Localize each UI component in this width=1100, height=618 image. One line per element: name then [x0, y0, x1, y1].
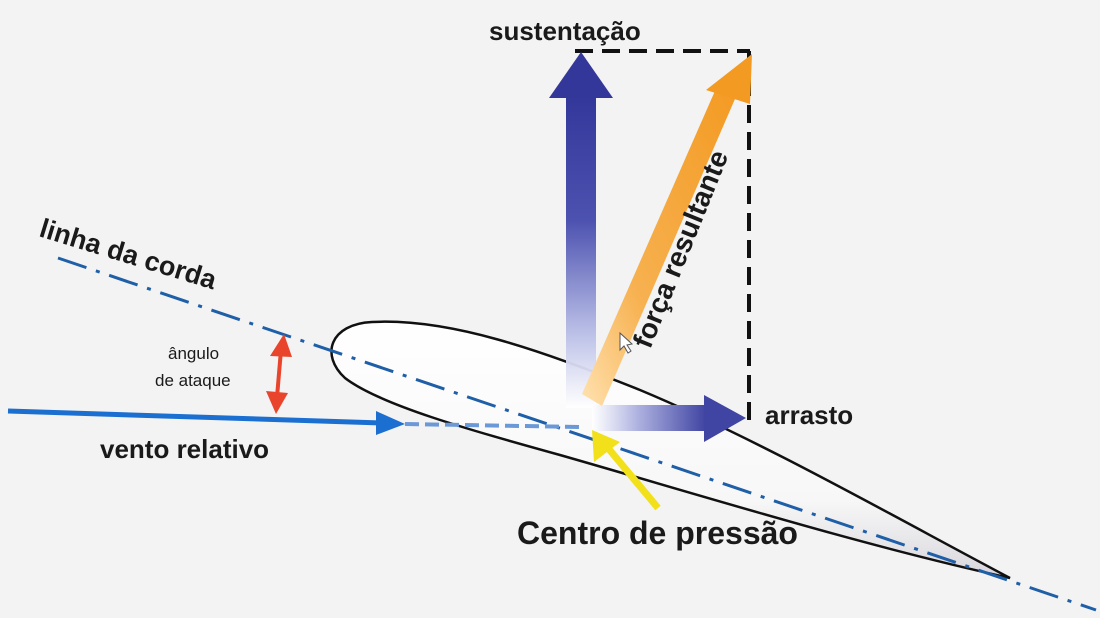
center-of-pressure-arrow: [592, 430, 661, 511]
drag-arrow: [592, 395, 746, 442]
resultant-force-arrow: [582, 54, 752, 406]
relative-wind-arrowhead: [376, 411, 405, 435]
relative-wind-dashed: [404, 422, 581, 429]
relative-wind-line: [7, 408, 383, 426]
center-of-pressure-label: Centro de pressão: [517, 515, 798, 551]
angle-of-attack-label-line1: ângulo: [168, 344, 219, 363]
angle-of-attack-arrow: [266, 334, 292, 414]
relative-wind-label: vento relativo: [100, 434, 269, 464]
chord-line: [57, 256, 1097, 612]
cursor-icon: [619, 331, 634, 354]
drag-label: arrasto: [765, 400, 853, 430]
airfoil: [330, 320, 1011, 580]
lift-arrow: [549, 52, 613, 408]
lift-label: sustentação: [489, 16, 641, 46]
angle-of-attack-label-line2: de ataque: [155, 371, 231, 390]
